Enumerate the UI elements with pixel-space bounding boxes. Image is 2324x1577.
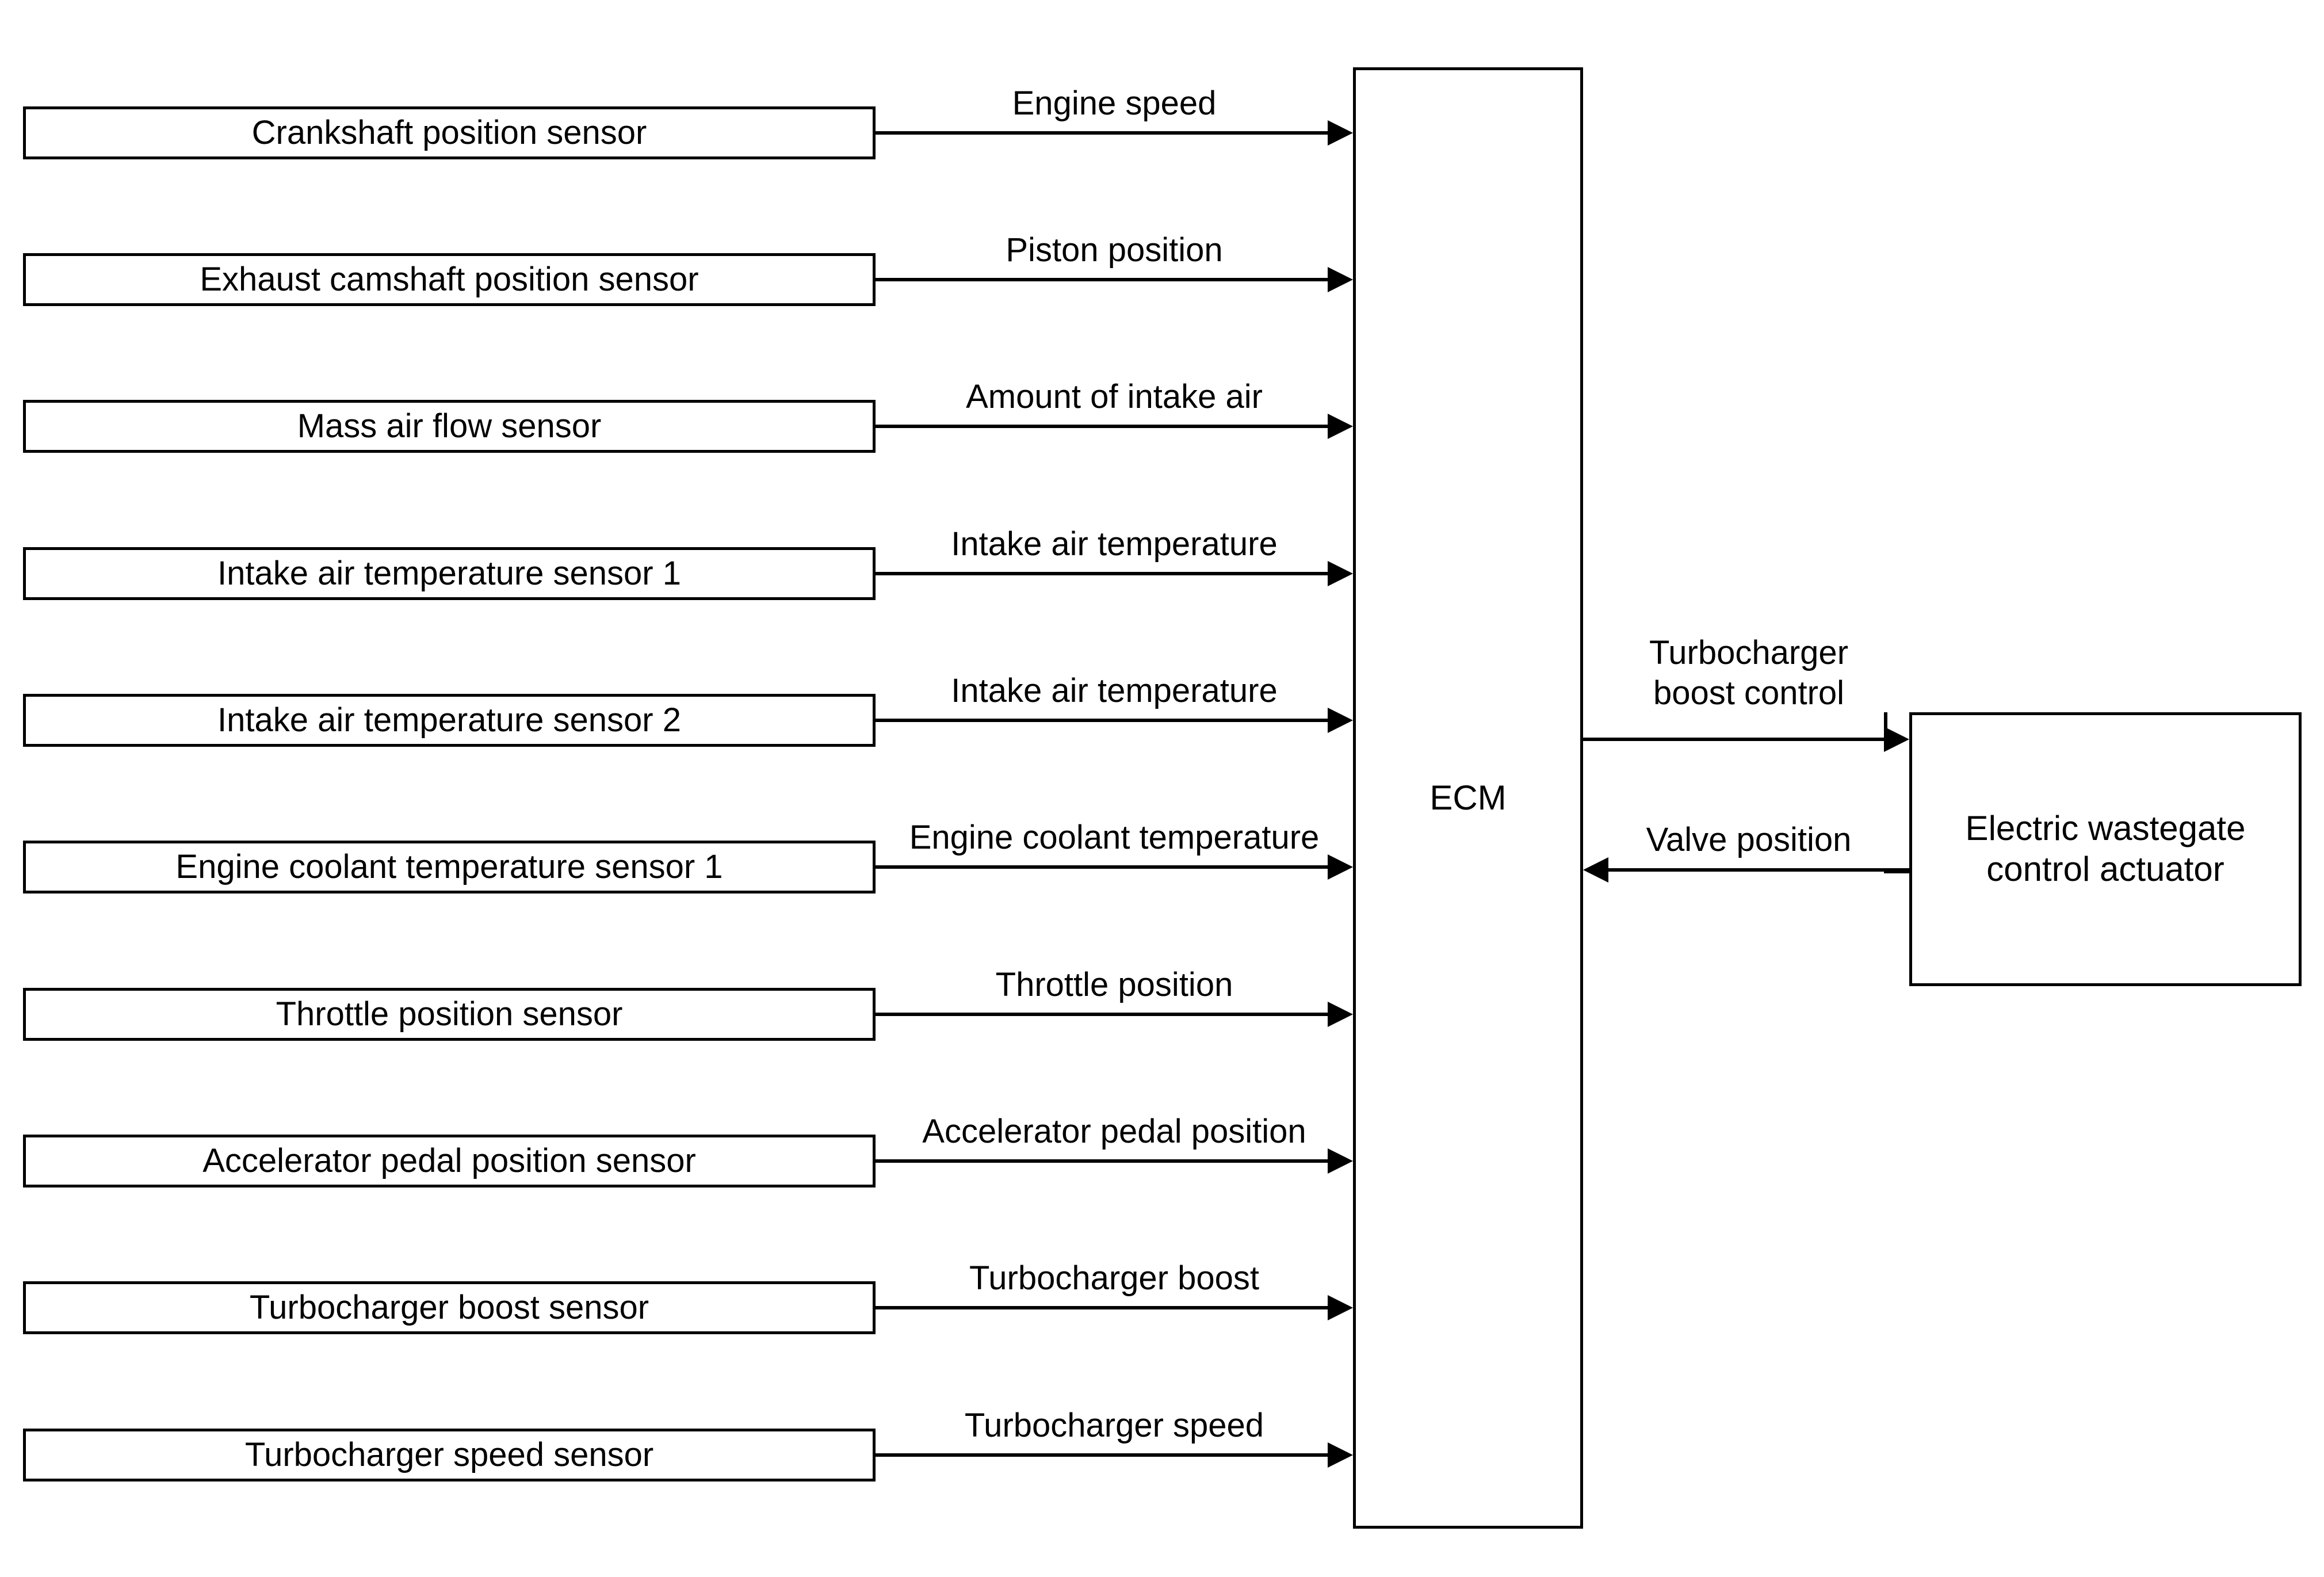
signal-label-turbocharger-speed: Turbocharger speed xyxy=(964,1407,1264,1444)
signal-label-intake-air-temperature-2: Intake air temperature xyxy=(951,672,1278,709)
connector-stub-boost-control xyxy=(1884,712,1887,741)
sensor-box-turbocharger-boost: Turbocharger boost sensor xyxy=(23,1281,876,1334)
sensor-box-throttle-position: Throttle position sensor xyxy=(23,988,876,1041)
signal-label-valve-position: Valve position xyxy=(1646,821,1852,858)
sensor-box-turbocharger-speed: Turbocharger speed sensor xyxy=(23,1429,876,1481)
signal-label-intake-air-temperature-1: Intake air temperature xyxy=(951,525,1278,563)
ecm-box: ECM xyxy=(1353,67,1583,1529)
actuator-label: Electric wastegate control actuator xyxy=(1966,808,2246,890)
connector-stub-valve-position xyxy=(1884,870,1911,873)
boost-control-label-line-1: Turbocharger xyxy=(1649,634,1849,671)
signal-label-piston-position: Piston position xyxy=(1006,231,1223,269)
sensor-box-accelerator-pedal-position: Accelerator pedal position sensor xyxy=(23,1135,876,1187)
sensor-box-exhaust-camshaft-position: Exhaust camshaft position sensor xyxy=(23,253,876,306)
signal-label-turbocharger-boost-control: Turbocharger boost control xyxy=(1605,633,1893,713)
signal-label-throttle-position: Throttle position xyxy=(995,966,1233,1003)
actuator-label-line-1: Electric wastegate xyxy=(1965,809,2246,848)
signal-label-accelerator-pedal-position: Accelerator pedal position xyxy=(922,1113,1306,1150)
signal-label-turbocharger-boost: Turbocharger boost xyxy=(969,1259,1260,1297)
sensor-box-intake-air-temperature-1: Intake air temperature sensor 1 xyxy=(23,547,876,600)
actuator-label-line-2: control actuator xyxy=(1986,850,2224,888)
sensor-box-crankshaft-position: Crankshaft position sensor xyxy=(23,106,876,159)
boost-control-label-line-2: boost control xyxy=(1653,674,1845,712)
signal-label-engine-coolant-temperature: Engine coolant temperature xyxy=(909,819,1320,856)
signal-label-engine-speed: Engine speed xyxy=(1012,85,1217,122)
electric-wastegate-control-actuator-box: Electric wastegate control actuator xyxy=(1909,712,2302,986)
sensor-box-intake-air-temperature-2: Intake air temperature sensor 2 xyxy=(23,694,876,747)
sensor-box-mass-air-flow: Mass air flow sensor xyxy=(23,400,876,453)
sensor-box-engine-coolant-temperature-1: Engine coolant temperature sensor 1 xyxy=(23,841,876,893)
signal-label-amount-of-intake-air: Amount of intake air xyxy=(966,378,1263,415)
